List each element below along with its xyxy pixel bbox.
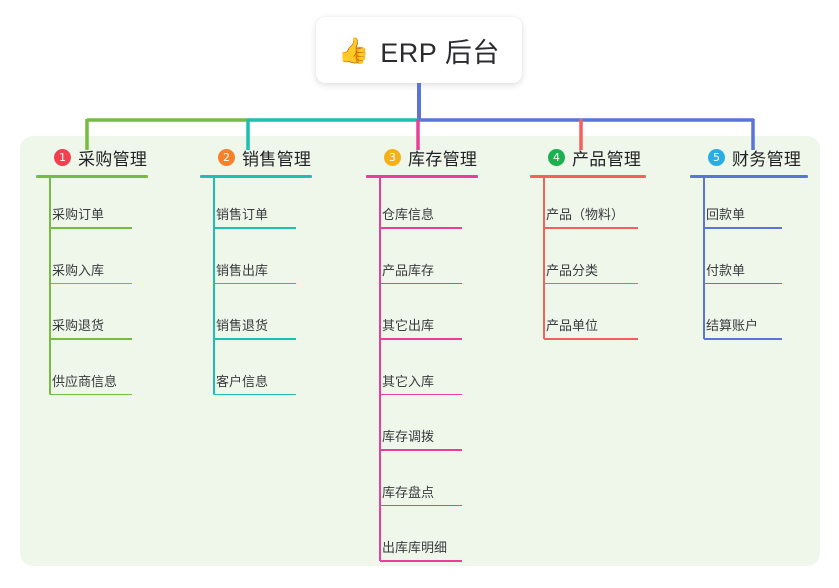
branch-title-4: 产品管理 [572, 149, 642, 169]
branch-item-underline [50, 338, 132, 340]
branch-number-badge-3: 3 [384, 148, 401, 166]
branch-underline-5 [690, 175, 808, 178]
branch-item[interactable]: 采购订单 [50, 203, 132, 237]
branch-item-label: 产品库存 [382, 262, 435, 278]
branch-item-label: 产品分类 [546, 262, 599, 278]
branch-item[interactable]: 产品（物料） [544, 203, 638, 237]
branch-item-label: 出库库明细 [382, 540, 448, 555]
branch-column-3[interactable]: 3 库存管理 [366, 144, 478, 178]
root-node-title: ERP 后台 [380, 37, 500, 68]
branch-item[interactable]: 回款单 [704, 203, 782, 237]
branch-item-label: 销售出库 [216, 262, 269, 278]
branch-item-underline [50, 282, 132, 284]
branch-item-underline [214, 393, 296, 395]
branch-item[interactable]: 销售订单 [214, 203, 296, 237]
root-node-content: 👍 ERP 后台 [338, 31, 500, 70]
branch-item-underline [380, 393, 462, 395]
branch-header-3[interactable]: 3 库存管理 [366, 144, 478, 170]
root-node-erp-backend[interactable]: 👍 ERP 后台 [316, 17, 522, 83]
branch-header-5[interactable]: 5 财务管理 [690, 144, 808, 170]
branch-item[interactable]: 库存盘点 [380, 481, 462, 515]
branch-item-label: 库存盘点 [382, 484, 435, 500]
branch-item-label: 采购订单 [52, 207, 105, 222]
branch-item[interactable]: 库存调拨 [380, 425, 462, 459]
branch-number-badge-2: 2 [218, 148, 235, 166]
branch-item-label: 采购入库 [52, 262, 105, 278]
branch-header-2[interactable]: 2 销售管理 [200, 144, 312, 170]
branch-item-underline [214, 282, 296, 284]
branch-item[interactable]: 销售退货 [214, 314, 296, 348]
branch-item-label: 采购退货 [52, 318, 105, 333]
branch-item-underline [380, 338, 462, 340]
branch-number-badge-5: 5 [708, 148, 725, 166]
branch-item[interactable]: 付款单 [704, 259, 782, 293]
branch-item[interactable]: 销售出库 [214, 259, 296, 293]
branch-column-1[interactable]: 1 采购管理 [36, 144, 148, 178]
branch-item-label: 销售订单 [216, 207, 269, 222]
branch-item-underline [380, 227, 462, 229]
branch-underline-3 [366, 175, 478, 178]
branch-item[interactable]: 采购入库 [50, 259, 132, 293]
branch-item-underline [214, 227, 296, 229]
branches-panel [20, 136, 820, 566]
branch-item-label: 结算账户 [706, 318, 759, 333]
branch-item-underline [380, 449, 462, 451]
branch-item[interactable]: 产品单位 [544, 314, 638, 348]
branch-item-label: 客户信息 [216, 373, 269, 389]
branch-title-2: 销售管理 [242, 149, 312, 169]
branch-item-label: 其它入库 [382, 373, 435, 389]
branch-item-underline [380, 504, 462, 506]
branch-item-underline [214, 338, 296, 340]
branch-item-label: 产品（物料） [546, 207, 625, 222]
branch-item-label: 仓库信息 [382, 207, 435, 222]
branch-item[interactable]: 产品分类 [544, 259, 638, 293]
branch-item-underline [544, 282, 638, 284]
branch-item[interactable]: 采购退货 [50, 314, 132, 348]
branch-title-3: 库存管理 [408, 149, 478, 169]
branch-title-1: 采购管理 [78, 149, 148, 169]
branch-item-underline [704, 282, 782, 284]
branch-item[interactable]: 仓库信息 [380, 203, 462, 237]
branch-item-underline [50, 227, 132, 229]
branch-column-4[interactable]: 4 产品管理 [530, 144, 646, 178]
branch-item-underline [544, 338, 638, 340]
branch-item[interactable]: 其它出库 [380, 314, 462, 348]
branch-item[interactable]: 结算账户 [704, 314, 782, 348]
branch-title-5: 财务管理 [732, 149, 802, 169]
thumbs-up-icon: 👍 [338, 35, 370, 65]
branch-item-underline [704, 227, 782, 229]
branch-item[interactable]: 其它入库 [380, 370, 462, 404]
branch-item[interactable]: 供应商信息 [50, 370, 132, 404]
branch-header-1[interactable]: 1 采购管理 [36, 144, 148, 170]
branch-item-underline [544, 227, 638, 229]
branch-item-label: 回款单 [706, 207, 746, 222]
branch-item-label: 产品单位 [546, 318, 599, 333]
branch-column-2[interactable]: 2 销售管理 [200, 144, 312, 178]
branch-header-4[interactable]: 4 产品管理 [530, 144, 646, 170]
branch-item-label: 供应商信息 [52, 373, 118, 389]
branch-item-underline [380, 282, 462, 284]
branch-underline-4 [530, 175, 646, 178]
branch-item[interactable]: 客户信息 [214, 370, 296, 404]
branch-item-underline [50, 393, 132, 395]
branch-column-5[interactable]: 5 财务管理 [690, 144, 808, 178]
branch-underline-1 [36, 175, 148, 178]
branch-item[interactable]: 产品库存 [380, 259, 462, 293]
branch-item[interactable]: 出库库明细 [380, 536, 462, 570]
branch-item-label: 销售退货 [216, 318, 269, 333]
branch-item-label: 其它出库 [382, 318, 435, 333]
branch-item-underline [380, 560, 462, 562]
branch-number-badge-1: 1 [54, 148, 71, 166]
branch-number-badge-4: 4 [548, 148, 565, 166]
branch-item-label: 付款单 [706, 262, 746, 278]
branch-item-underline [704, 338, 782, 340]
branch-item-label: 库存调拨 [382, 429, 435, 444]
branch-underline-2 [200, 175, 312, 178]
